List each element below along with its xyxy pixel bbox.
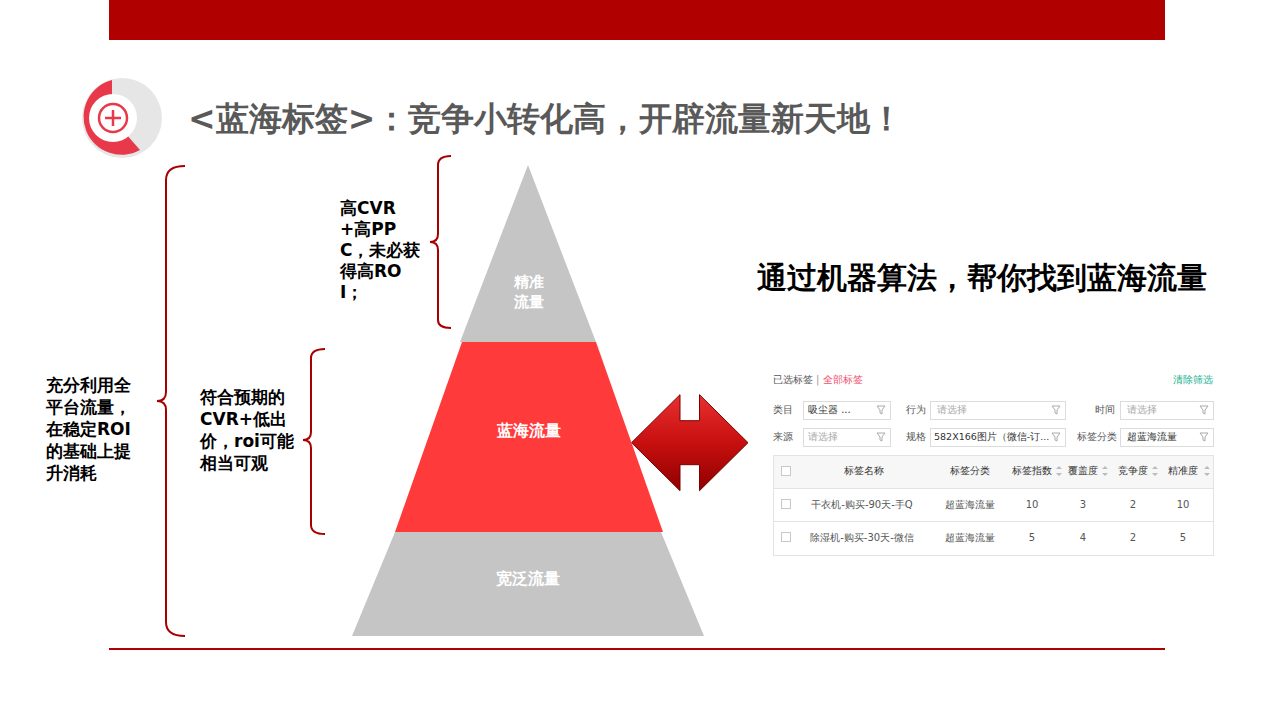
panel-text: 4 — [1080, 532, 1086, 544]
band-label: 蓝海流量 — [497, 421, 561, 442]
panel-text: 请选择 — [808, 431, 838, 443]
panel-text: 3 — [1080, 499, 1086, 511]
panel-text: 干衣机-购买-90天-手Q — [811, 499, 912, 511]
band-fill — [352, 532, 704, 636]
panel-text: 2 — [1130, 499, 1136, 511]
panel-text: 竞争度 — [1118, 465, 1148, 477]
panel-text: 5 — [1180, 532, 1186, 544]
panel-text: 清除筛选 — [1173, 374, 1213, 386]
pyramid-top: 精准流量 — [460, 165, 596, 342]
title-icon — [82, 78, 162, 158]
tag-filter-panel: 已选标签|全部标签清除筛选类目吸尘器 ...行为请选择时间请选择来源请选择规格5… — [770, 365, 1215, 560]
panel-text: 类目 — [773, 404, 793, 416]
bottom-rule — [109, 648, 1165, 650]
panel-text: 时间 — [1095, 404, 1115, 416]
panel-text: 吸尘器 ... — [808, 404, 851, 416]
panel-text: 除湿机-购买-30天-微信 — [810, 532, 914, 544]
panel-text: 请选择 — [1127, 404, 1157, 416]
panel-text: 2 — [1130, 532, 1136, 544]
panel-text: 超蓝海流量 — [945, 499, 995, 511]
panel-text: 精准度 — [1168, 465, 1198, 477]
panel-text: 请选择 — [937, 404, 967, 416]
panel-text: 5 — [1029, 532, 1035, 544]
band-fill — [395, 342, 663, 532]
pyramid-middle: 蓝海流量 — [395, 342, 663, 532]
panel-text: 超蓝海流量 — [1127, 431, 1177, 443]
arrow-body — [632, 395, 749, 491]
top-bar — [109, 0, 1165, 40]
bracket-note: 高CVR+高PPC，未必获得高ROI； — [340, 198, 424, 303]
band-label: 精准流量 — [512, 273, 545, 312]
panel-text: 标签指数 — [1012, 465, 1052, 477]
screenshot-frame — [773, 402, 1214, 557]
bracket-note: 充分利用全平台流量，在稳定ROI的基础上提升消耗 — [46, 374, 146, 484]
panel-text: 覆盖度 — [1068, 465, 1098, 477]
panel-text: | — [816, 374, 819, 386]
double-arrow — [632, 395, 749, 491]
side-heading: 通过机器算法，帮你找到蓝海流量 — [757, 260, 1277, 296]
panel-text: 规格 — [906, 431, 926, 443]
panel-text: 超蓝海流量 — [945, 532, 995, 544]
panel-text: 来源 — [773, 431, 793, 443]
panel-text: 全部标签 — [823, 374, 863, 386]
panel-text: 标签分类 — [1077, 431, 1117, 443]
pyramid-bottom: 宽泛流量 — [352, 532, 704, 636]
band-fill — [460, 165, 596, 342]
band-shape — [460, 165, 596, 342]
band-label: 宽泛流量 — [496, 569, 560, 590]
bracket-note: 符合预期的CVR+低出价，roi可能相当可观 — [200, 386, 294, 474]
panel-text: 已选标签 — [773, 374, 813, 386]
panel-text: 10 — [1177, 499, 1190, 511]
panel-text: 行为 — [906, 404, 926, 416]
panel-text: 582X166图片（微信-订... — [934, 431, 1049, 442]
panel-text: 10 — [1026, 499, 1039, 511]
panel-text: 标签名称 — [844, 465, 884, 477]
panel-text: 标签分类 — [950, 465, 990, 477]
slide-title: <蓝海标签>：竞争小转化高，开辟流量新天地！ — [188, 97, 903, 142]
